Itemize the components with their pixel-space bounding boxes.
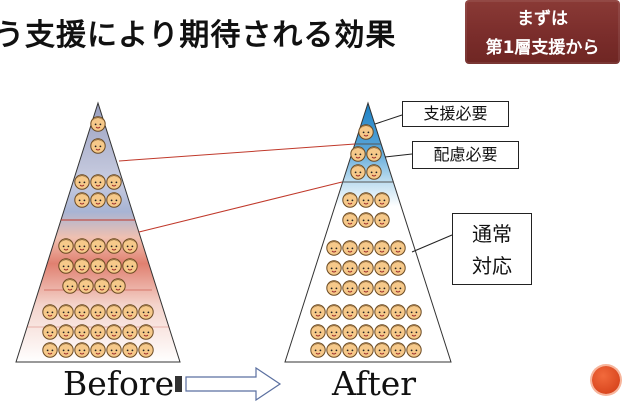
- connector-lower: [138, 181, 343, 233]
- slide-title: う支援により期待される効果: [0, 18, 397, 53]
- normal-response-line-2: 対応: [472, 254, 512, 278]
- connector-upper: [118, 143, 356, 162]
- badge-line-1: まずは: [517, 9, 568, 29]
- normal-response-line-1: 通常: [472, 222, 512, 246]
- badge-line-2: 第1層支援から: [485, 38, 600, 58]
- support-needed-label: 支援必要: [402, 101, 509, 127]
- before-caption: Before: [63, 364, 175, 403]
- start-first-tier-badge: まずは 第1層支援から: [465, 0, 620, 64]
- after-pyramid: [284, 101, 452, 363]
- slide-marker-dot: [592, 366, 620, 394]
- before-after-arrow: [175, 366, 282, 402]
- after-caption: After: [332, 364, 417, 403]
- normal-response-label: 通常 対応: [452, 213, 532, 285]
- before-pyramid: [15, 101, 181, 363]
- consideration-needed-label: 配慮必要: [412, 141, 519, 169]
